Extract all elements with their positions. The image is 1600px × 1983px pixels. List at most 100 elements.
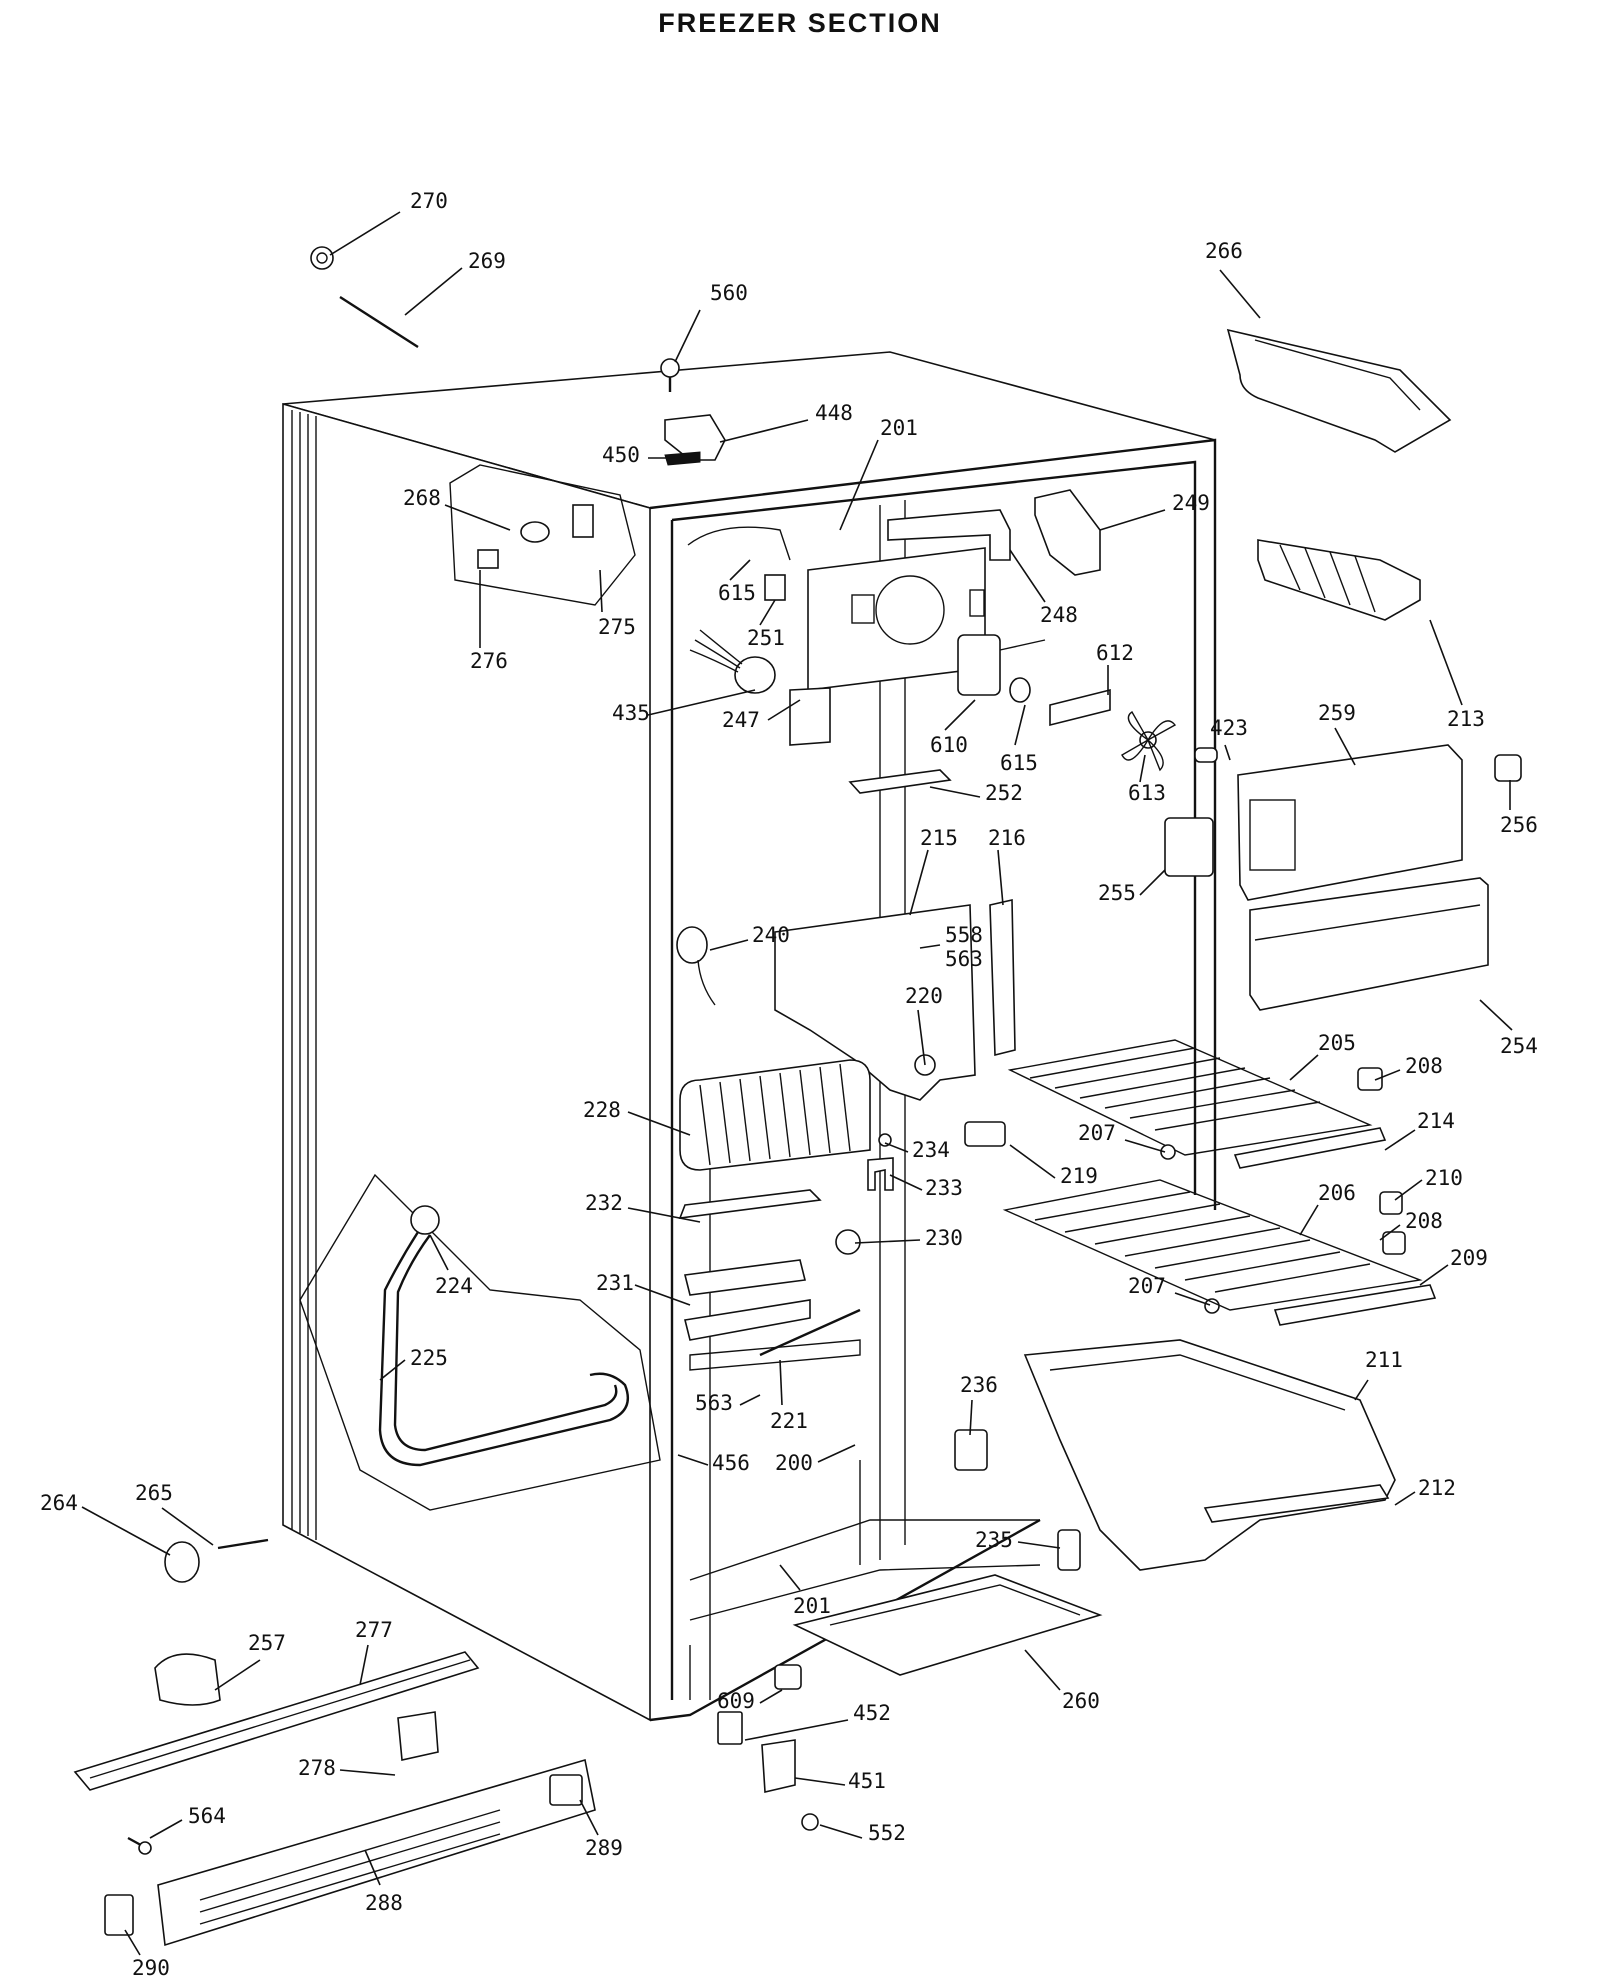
leader-line-207a (1124, 1139, 1166, 1153)
leader-line-456 (677, 1454, 709, 1466)
top-hardware (310, 246, 726, 543)
part-label-448: 448 (815, 401, 853, 425)
part-label-214: 214 (1417, 1109, 1455, 1133)
part-label-266: 266 (1205, 239, 1243, 263)
part-label-260: 260 (1062, 1689, 1100, 1713)
leader-line-452 (744, 1719, 849, 1741)
part-label-277: 277 (355, 1618, 393, 1642)
leader-line-610 (944, 699, 976, 731)
leader-line-289 (579, 1799, 599, 1836)
drain-tube-inset (299, 1173, 661, 1511)
leader-line-277 (359, 1644, 369, 1686)
part-label-206: 206 (1318, 1181, 1356, 1205)
leader-line-552 (819, 1824, 863, 1839)
part-label-288: 288 (365, 1891, 403, 1915)
part-label-236: 236 (960, 1373, 998, 1397)
leader-line-564 (149, 1819, 183, 1839)
leader-line-423 (1224, 744, 1231, 761)
part-label-208b: 208 (1405, 1209, 1443, 1233)
part-label-212: 212 (1418, 1476, 1456, 1500)
part-label-251: 251 (747, 626, 785, 650)
leader-line-448 (719, 419, 809, 443)
leader-line-260 (1024, 1649, 1061, 1691)
leader-line-254 (1479, 999, 1513, 1031)
part-label-612: 612 (1096, 641, 1134, 665)
leader-line-216 (997, 849, 1004, 906)
leader-line-215 (909, 849, 929, 916)
leader-line-233 (889, 1174, 923, 1191)
leader-line-560 (674, 309, 701, 363)
leader-line-252 (929, 786, 981, 798)
leader-line-200 (817, 1444, 856, 1463)
leader-line-266 (1219, 269, 1261, 319)
part-label-233: 233 (925, 1176, 963, 1200)
leader-line-257 (214, 1659, 261, 1691)
leader-line-275 (599, 569, 603, 613)
part-label-213: 213 (1447, 707, 1485, 731)
part-label-270: 270 (410, 189, 448, 213)
part-label-205: 205 (1318, 1031, 1356, 1055)
part-label-264: 264 (40, 1491, 78, 1515)
leader-line-232 (627, 1207, 701, 1223)
leader-line-220 (917, 1009, 926, 1066)
part-label-613: 613 (1128, 781, 1166, 805)
leader-line-248 (1009, 549, 1046, 603)
leader-line-234 (884, 1142, 909, 1153)
part-label-456: 456 (712, 1451, 750, 1475)
leader-line-205 (1289, 1054, 1319, 1081)
leader-line-201a (839, 439, 879, 531)
part-label-252: 252 (985, 781, 1023, 805)
part-label-423: 423 (1210, 716, 1248, 740)
part-label-610: 610 (930, 733, 968, 757)
part-label-257: 257 (248, 1631, 286, 1655)
part-label-201a: 201 (880, 416, 918, 440)
part-label-208a: 208 (1405, 1054, 1443, 1078)
leader-line-435 (647, 689, 756, 716)
part-label-210: 210 (1425, 1166, 1463, 1190)
cabinet-outline (282, 351, 1217, 1722)
part-label-207b: 207 (1128, 1274, 1166, 1298)
leader-line-613 (1139, 754, 1146, 783)
part-label-234: 234 (912, 1138, 950, 1162)
leader-line-268 (444, 504, 511, 531)
part-label-290: 290 (132, 1956, 170, 1980)
part-label-451: 451 (848, 1769, 886, 1793)
leader-line-211 (1354, 1379, 1369, 1401)
leader-line-228 (627, 1111, 691, 1136)
part-label-248: 248 (1040, 603, 1078, 627)
leader-line-240 (709, 939, 749, 951)
part-label-230: 230 (925, 1226, 963, 1250)
leader-line-210 (1394, 1179, 1423, 1201)
leader-line-236 (969, 1399, 973, 1436)
leader-line-265 (161, 1507, 214, 1546)
leader-lines (81, 211, 1513, 1956)
evaporator-assembly (676, 489, 1218, 1471)
part-label-435: 435 (612, 701, 650, 725)
page-title: FREEZER SECTION (658, 8, 942, 38)
part-label-254: 254 (1500, 1034, 1538, 1058)
part-label-225: 225 (410, 1346, 448, 1370)
leader-line-247 (767, 699, 801, 721)
part-label-256: 256 (1500, 813, 1538, 837)
part-label-255: 255 (1098, 881, 1136, 905)
part-label-563b: 563 (695, 1391, 733, 1415)
part-label-215: 215 (920, 826, 958, 850)
leader-line-212 (1394, 1491, 1416, 1506)
part-label-240: 240 (752, 923, 790, 947)
leader-line-249 (1099, 509, 1166, 531)
part-label-278: 278 (298, 1756, 336, 1780)
leader-line-558 (919, 944, 941, 949)
leader-line-207b (1174, 1292, 1211, 1306)
leader-line-206 (1299, 1204, 1319, 1236)
part-label-224: 224 (435, 1274, 473, 1298)
part-label-450: 450 (602, 443, 640, 467)
part-label-275: 275 (598, 615, 636, 639)
part-label-452: 452 (853, 1701, 891, 1725)
leader-line-259 (1334, 727, 1356, 766)
part-label-231: 231 (596, 1271, 634, 1295)
part-label-228: 228 (583, 1098, 621, 1122)
leader-line-235 (1017, 1541, 1061, 1549)
leader-line-208b (1379, 1224, 1401, 1241)
